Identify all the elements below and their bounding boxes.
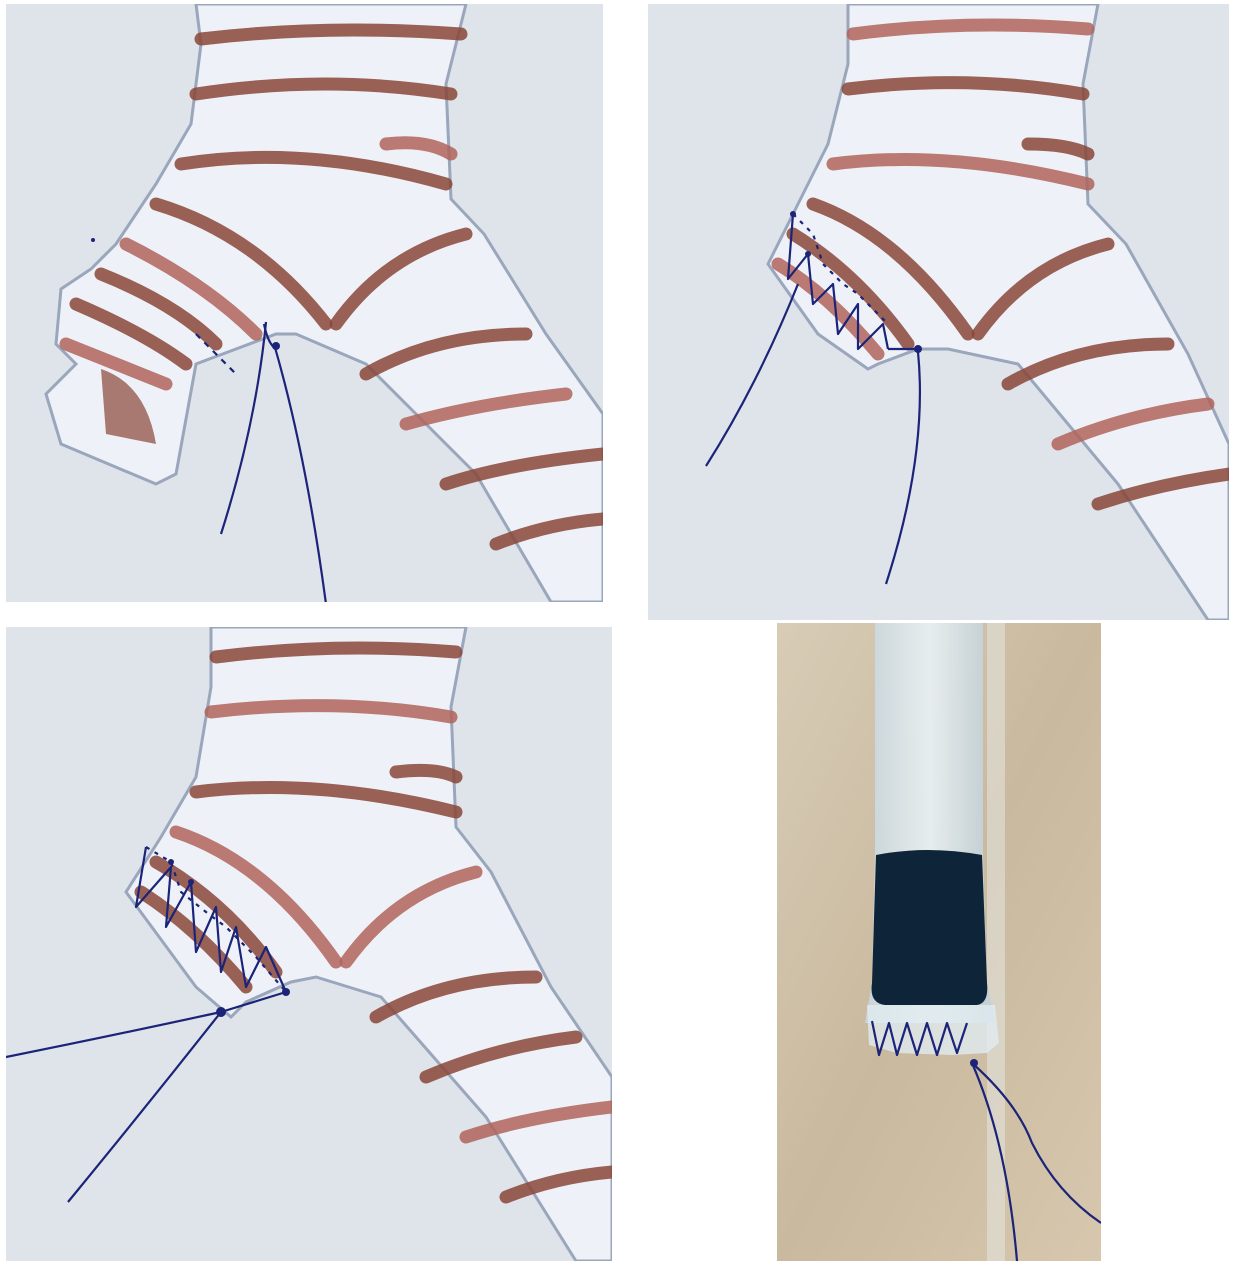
panel-4-photo	[777, 623, 1101, 1261]
panel-2-svg	[648, 4, 1229, 620]
knot-3	[168, 859, 174, 865]
panel-1-svg	[6, 4, 603, 602]
knot-4	[188, 879, 194, 885]
second-tube	[987, 623, 1005, 1261]
panel-3-svg	[6, 627, 612, 1261]
knot-1	[914, 345, 922, 353]
knot-3	[805, 251, 811, 257]
knot-1	[272, 342, 280, 350]
panel-2-illustration	[648, 4, 1229, 620]
panel-4-svg	[777, 623, 1101, 1261]
panel-3-illustration	[6, 627, 612, 1261]
blue-liquid	[872, 850, 988, 1005]
knot-2	[282, 988, 290, 996]
knot-2	[790, 211, 796, 217]
knot-1	[216, 1007, 226, 1017]
knot	[970, 1059, 978, 1067]
panel-1-illustration	[6, 4, 603, 602]
dot-mark	[91, 238, 95, 242]
